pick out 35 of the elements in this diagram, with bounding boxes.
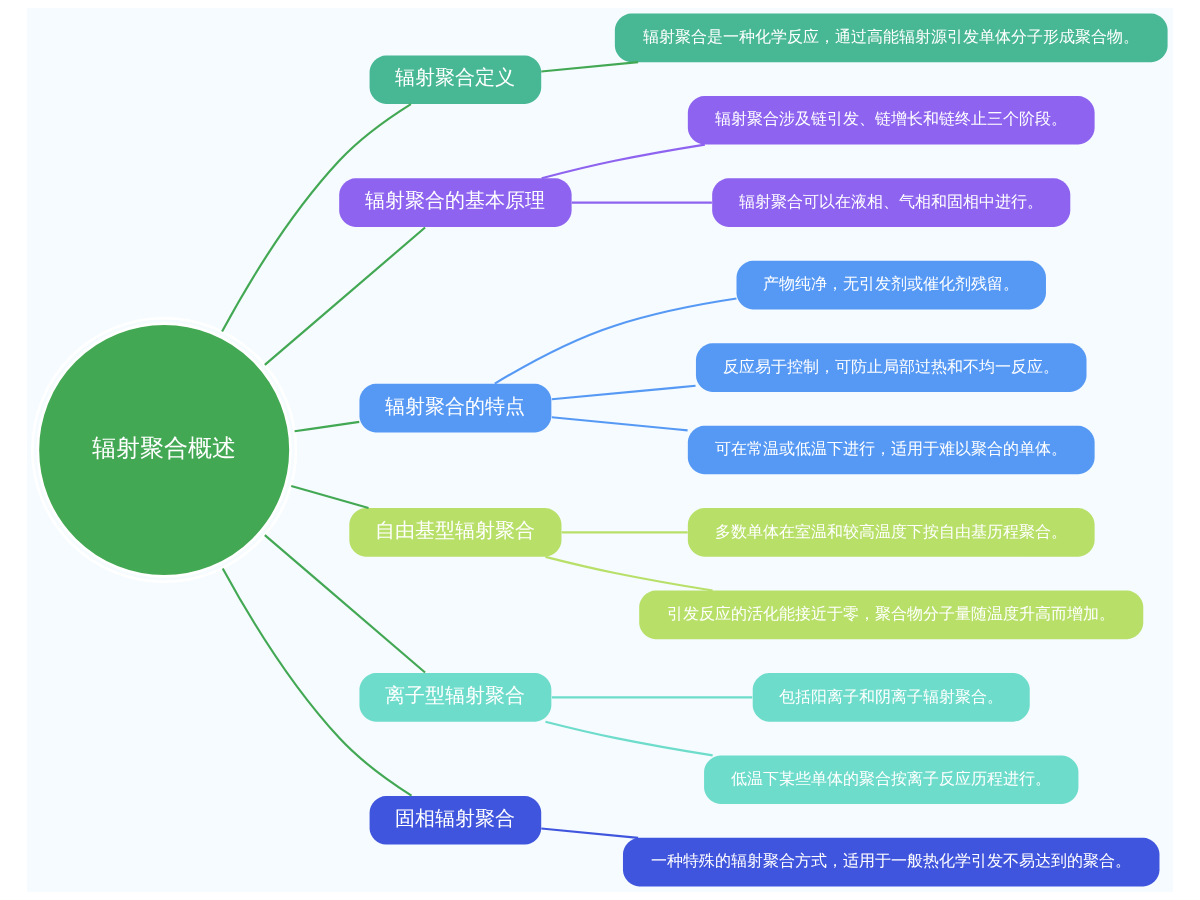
connector (221, 567, 413, 797)
connector (494, 297, 737, 385)
node-box: 辐射聚合是一种化学反应，通过高能辐射源引发单体分子形成聚合物。 (614, 13, 1168, 63)
node-box: 辐射聚合的特点 (359, 383, 552, 433)
node-box: 一种特殊的辐射聚合方式，适用于一般热化学引发不易达到的聚合。 (622, 837, 1160, 887)
node-box: 多数单体在室温和较高温度下按自由基历程聚合。 (687, 508, 1095, 557)
node-box: 辐射聚合可以在液相、气相和固相中进行。 (712, 178, 1071, 227)
node-box: 自由基型辐射聚合 (349, 508, 562, 557)
connector (571, 201, 712, 204)
connector (545, 555, 713, 592)
node-box: 低温下某些单体的聚合按离子反应历程进行。 (704, 755, 1079, 805)
node-box: 引发反应的活化能接近于零，聚合物分子量随温度升高而增加。 (639, 590, 1144, 640)
node-box: 辐射聚合的基本原理 (339, 178, 572, 227)
connector (561, 531, 688, 534)
connector (264, 534, 426, 674)
node-box: 固相辐射聚合 (369, 795, 542, 845)
connector (264, 226, 426, 366)
connector (290, 484, 369, 510)
node-circle: 辐射聚合概述 (31, 316, 298, 584)
node-box: 离子型辐射聚合 (359, 673, 552, 722)
connector (221, 103, 412, 333)
node-box: 辐射聚合涉及链引发、链增长和链终止三个阶段。 (687, 95, 1095, 145)
connector (545, 720, 713, 757)
connector (551, 416, 688, 432)
connector (541, 827, 639, 839)
connector (551, 384, 696, 401)
connector (541, 61, 639, 73)
node-box: 可在常温或低温下进行，适用于难以聚合的单体。 (687, 425, 1095, 475)
node-box: 产物纯净，无引发剂或催化剂残留。 (736, 260, 1046, 310)
connector (551, 696, 753, 699)
node-box: 辐射聚合定义 (369, 55, 542, 105)
node-box: 反应易于控制，可防止局部过热和不均一反应。 (695, 343, 1087, 392)
connector (541, 143, 705, 180)
connector (294, 420, 360, 433)
node-box: 包括阳离子和阴离子辐射聚合。 (752, 673, 1030, 722)
